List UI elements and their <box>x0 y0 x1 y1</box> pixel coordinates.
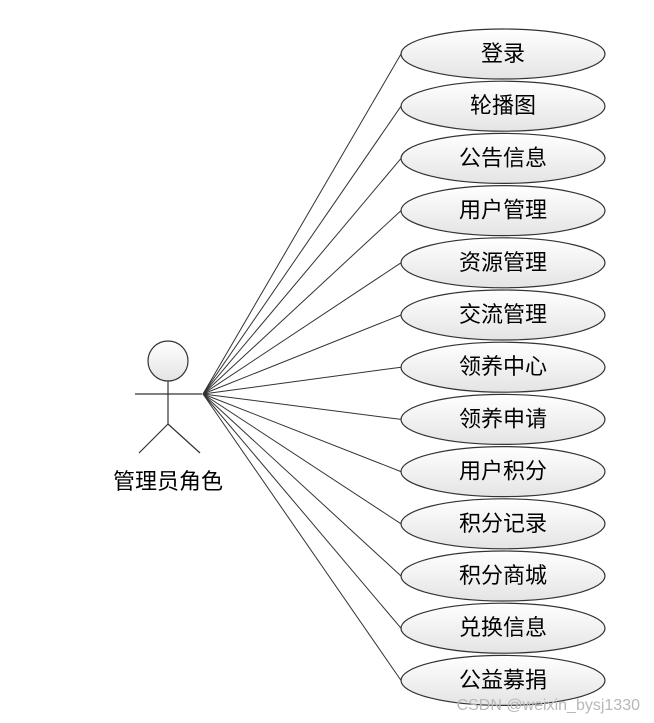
use-case-label: 领养中心 <box>459 355 547 380</box>
use-case-label: 交流管理 <box>459 303 547 328</box>
use-case-ellipse <box>400 132 606 184</box>
use-case-adoption-application: 领养申请 <box>400 393 606 445</box>
use-case-ellipse <box>400 498 606 550</box>
actor-left-leg <box>138 423 169 454</box>
association-line-points-record <box>202 393 402 525</box>
use-case-ellipse <box>400 237 606 289</box>
use-case-ellipse <box>400 289 606 341</box>
use-case-adoption-center: 领养中心 <box>400 341 606 393</box>
association-line-exchange-management <box>202 314 402 395</box>
use-case-points-mall: 积分商城 <box>400 550 606 602</box>
association-line-adoption-application <box>202 393 402 420</box>
use-case-ellipse <box>400 28 606 80</box>
association-lines <box>202 53 402 681</box>
use-case-ellipse <box>400 393 606 445</box>
use-case-label: 用户管理 <box>459 199 547 224</box>
use-case-points-record: 积分记录 <box>400 498 606 550</box>
use-case-charity-donation: 公益募捐 <box>400 654 606 707</box>
use-case-resource-management: 资源管理 <box>400 237 606 289</box>
association-line-adoption-center <box>202 366 402 395</box>
use-case-label: 轮播图 <box>470 94 536 119</box>
use-case-ellipse <box>400 185 606 237</box>
use-case-carousel: 轮播图 <box>400 80 606 132</box>
association-line-login <box>202 53 402 395</box>
use-case-redemption-info: 兑换信息 <box>400 602 606 654</box>
use-case-ellipse <box>400 654 606 707</box>
association-line-user-management <box>202 210 402 395</box>
watermark: CSDN @weixin_bysj1330 <box>456 697 640 714</box>
use-case-label: 兑换信息 <box>459 616 547 641</box>
actor-right-leg <box>167 423 201 454</box>
association-line-user-points <box>202 393 402 473</box>
association-line-redemption-info <box>202 393 402 629</box>
association-line-resource-management <box>202 262 402 395</box>
use-case-label: 资源管理 <box>459 251 547 276</box>
use-case-label: 领养申请 <box>459 407 547 432</box>
use-case-label: 用户积分 <box>459 460 547 485</box>
use-case-ellipse <box>400 80 606 132</box>
actor-head <box>147 340 189 382</box>
use-case-label: 公告信息 <box>459 146 547 171</box>
use-case-label: 公益募捐 <box>459 668 547 693</box>
association-line-announcement <box>202 158 402 395</box>
use-case-exchange-management: 交流管理 <box>400 289 606 341</box>
use-case-list: 登录轮播图公告信息用户管理资源管理交流管理领养中心领养申请用户积分积分记录积分商… <box>400 28 606 707</box>
actor-label: 管理员角色 <box>113 470 223 495</box>
use-case-user-management: 用户管理 <box>400 185 606 237</box>
use-case-user-points: 用户积分 <box>400 446 606 498</box>
use-case-ellipse <box>400 602 606 654</box>
use-case-ellipse <box>400 446 606 498</box>
actor: 管理员角色 <box>113 340 223 495</box>
use-case-label: 登录 <box>481 42 525 67</box>
use-case-label: 积分商城 <box>459 564 547 589</box>
association-line-charity-donation <box>202 393 402 681</box>
use-case-login: 登录 <box>400 28 606 80</box>
association-line-points-mall <box>202 393 402 577</box>
use-case-label: 积分记录 <box>459 512 547 537</box>
association-line-carousel <box>202 105 402 395</box>
use-case-announcement: 公告信息 <box>400 132 606 184</box>
use-case-ellipse <box>400 550 606 602</box>
use-case-ellipse <box>400 341 606 393</box>
